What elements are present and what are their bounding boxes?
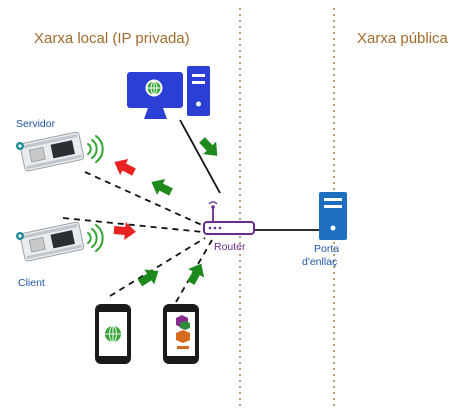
smartphone-app-icon <box>163 304 199 364</box>
link-server-router <box>84 171 205 227</box>
wifi-router-icon <box>203 201 255 235</box>
arrow-router-to-server-red <box>110 153 139 181</box>
client-wifi-icon <box>87 224 104 252</box>
arrow-router-to-server-green <box>147 173 176 201</box>
client-label: Client <box>18 277 45 289</box>
client-board-icon <box>16 221 85 262</box>
smartphone-browser-icon <box>95 304 131 364</box>
arrow-phone1-to-router <box>135 263 164 291</box>
link-desktop-router <box>179 119 221 194</box>
gateway-server-icon <box>319 192 347 240</box>
arrow-phone2-to-router <box>183 259 210 288</box>
local-network-heading: Xarxa local (IP privada) <box>34 30 190 47</box>
server-wifi-icon <box>87 135 104 163</box>
gateway-label-line1: Porta <box>314 243 339 255</box>
router-label: Router <box>214 241 246 253</box>
server-board-icon <box>16 131 85 172</box>
desktop-computer-icon <box>127 66 210 119</box>
server-label: Servidor <box>16 118 56 130</box>
gateway-label-line2: d'enllaç <box>302 256 337 268</box>
public-network-heading: Xarxa pública <box>357 30 449 47</box>
arrow-client-to-router-red <box>113 221 137 241</box>
link-phone1-router <box>109 237 206 297</box>
link-client-router <box>62 217 204 233</box>
